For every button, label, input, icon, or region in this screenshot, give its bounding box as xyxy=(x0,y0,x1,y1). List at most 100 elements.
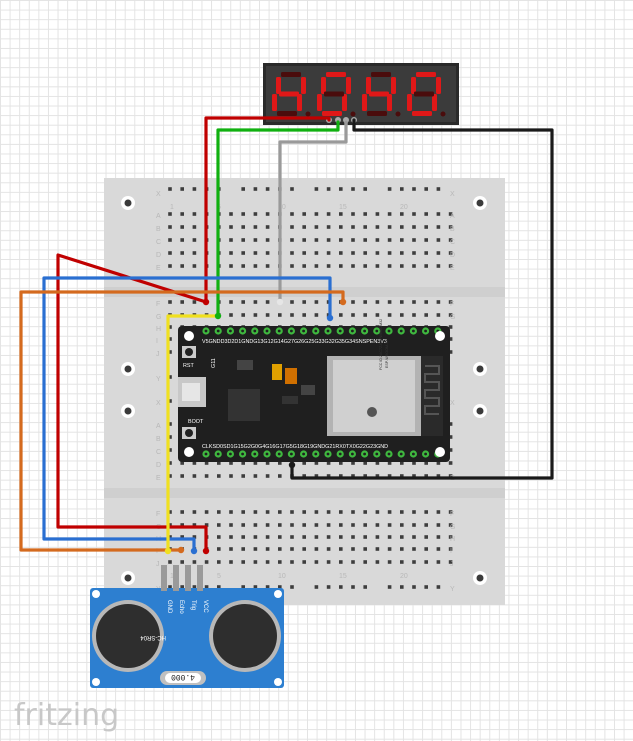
breadboard-hole xyxy=(448,435,453,439)
breadboard-hole xyxy=(265,535,270,539)
wire-orange-trig xyxy=(19,290,345,552)
breadboard-hole xyxy=(400,523,404,527)
breadboard-hole xyxy=(265,547,270,551)
breadboard-rail-hole xyxy=(180,585,184,589)
breadboard-hole xyxy=(436,251,441,255)
breadboard-hole xyxy=(302,547,306,551)
breadboard-hole xyxy=(168,523,172,527)
breadboard-hole xyxy=(290,535,294,539)
breadboard-hole xyxy=(241,560,245,564)
breadboard-hole xyxy=(314,225,319,229)
breadboard-hole xyxy=(302,474,306,478)
breadboard-hole xyxy=(180,212,184,216)
breadboard-hole xyxy=(253,313,258,317)
breadboard-hole xyxy=(278,523,282,527)
breadboard-hole xyxy=(229,547,233,551)
wire-end xyxy=(288,461,296,469)
wire-end xyxy=(164,547,172,555)
breadboard-rail-hole xyxy=(168,399,172,403)
row-label: D xyxy=(156,462,161,469)
row-label: C xyxy=(450,239,455,246)
column-label: 15 xyxy=(339,573,347,580)
display-segment xyxy=(317,94,322,111)
row-label: I xyxy=(450,548,452,555)
display-segment xyxy=(369,91,389,97)
breadboard-hole xyxy=(326,212,331,216)
breadboard-rail-hole xyxy=(192,187,197,191)
mount-hole-center xyxy=(124,365,132,373)
breadboard-rail-hole xyxy=(351,187,355,191)
display-segment xyxy=(272,94,277,111)
esp32-header-pin-hole xyxy=(229,329,232,333)
esp32-header-pin-hole xyxy=(399,329,403,333)
breadboard-hole xyxy=(290,212,294,216)
breadboard-hole xyxy=(424,560,428,564)
breadboard-hole xyxy=(168,350,172,354)
breadboard-hole xyxy=(351,300,355,304)
breadboard-hole xyxy=(302,313,306,317)
breadboard-hole xyxy=(180,560,184,564)
breadboard-hole xyxy=(339,547,343,551)
breadboard-hole xyxy=(363,251,367,255)
breadboard-hole xyxy=(339,523,343,527)
breadboard-hole xyxy=(265,560,270,564)
breadboard-rail-hole xyxy=(204,585,209,589)
breadboard-hole xyxy=(241,547,245,551)
row-label: F xyxy=(156,511,160,518)
display-segment xyxy=(326,72,346,77)
breadboard-hole xyxy=(168,435,172,439)
breadboard-hole xyxy=(387,313,392,317)
breadboard-hole xyxy=(253,535,258,539)
display-segment xyxy=(387,94,392,111)
breadboard-hole xyxy=(363,560,367,564)
column-label: 10 xyxy=(278,204,286,211)
breadboard-rail-hole xyxy=(168,187,172,191)
row-label: D xyxy=(450,252,455,259)
breadboard-hole xyxy=(339,212,343,216)
breadboard-rail-hole xyxy=(424,585,428,589)
breadboard-hole xyxy=(265,212,270,216)
breadboard-hole xyxy=(290,547,294,551)
breadboard-hole xyxy=(326,225,331,229)
breadboard-hole xyxy=(412,523,416,527)
breadboard-hole xyxy=(436,547,441,551)
breadboard-hole xyxy=(424,300,428,304)
breadboard-hole xyxy=(168,251,172,255)
esp32-header-pin-hole xyxy=(241,452,245,456)
boot-button-cap[interactable] xyxy=(185,429,193,437)
breadboard-hole xyxy=(363,510,367,514)
esp32-header-pin-hole xyxy=(412,452,415,456)
breadboard-hole xyxy=(363,523,367,527)
breadboard-hole xyxy=(351,238,355,242)
breadboard-hole xyxy=(448,264,453,268)
breadboard-hole xyxy=(448,523,453,527)
breadboard-hole xyxy=(387,510,392,514)
rst-button-cap[interactable] xyxy=(185,348,193,356)
breadboard-hole xyxy=(339,535,343,539)
breadboard-hole xyxy=(436,535,441,539)
breadboard-hole xyxy=(265,264,270,268)
breadboard-hole xyxy=(253,212,258,216)
breadboard-hole xyxy=(302,251,306,255)
row-label: E xyxy=(156,265,161,272)
regulator xyxy=(282,396,298,404)
breadboard-hole xyxy=(400,535,404,539)
breadboard-hole xyxy=(278,461,282,465)
breadboard-hole xyxy=(217,474,221,478)
breadboard-hole xyxy=(424,264,428,268)
display-segment xyxy=(324,91,344,97)
breadboard-hole xyxy=(351,535,355,539)
display-segment xyxy=(322,111,342,116)
breadboard-rail-hole xyxy=(290,585,294,589)
module-name: ESP-WROOM-32 xyxy=(385,340,389,368)
breadboard-hole xyxy=(229,251,233,255)
breadboard-hole xyxy=(387,474,392,478)
row-label: D xyxy=(156,252,161,259)
crystal-label: 4.000 xyxy=(171,672,195,681)
display-segment xyxy=(391,77,396,94)
breadboard-hole xyxy=(448,238,453,242)
breadboard-hole xyxy=(229,535,233,539)
row-label: B xyxy=(450,226,455,233)
breadboard-hole xyxy=(229,560,233,564)
breadboard-hole xyxy=(375,547,380,551)
